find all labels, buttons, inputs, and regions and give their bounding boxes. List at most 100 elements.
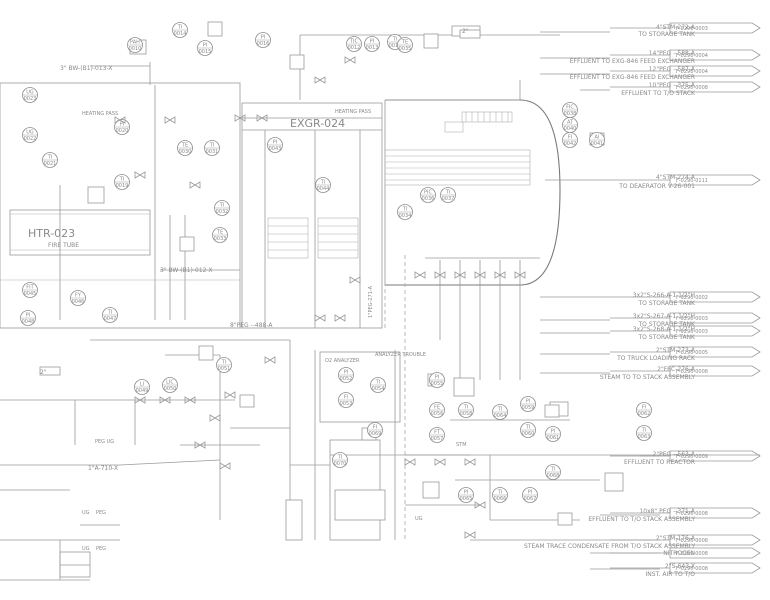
valve-icon[interactable] (114, 116, 126, 124)
valve-icon[interactable] (514, 271, 526, 279)
valve-icon[interactable] (464, 458, 476, 466)
valve-icon[interactable] (159, 396, 171, 404)
valve-icon[interactable] (209, 414, 221, 422)
valve-icon[interactable] (314, 76, 326, 84)
valve-icon[interactable] (414, 271, 426, 279)
valve-icon[interactable] (404, 458, 416, 466)
valve-icon[interactable] (494, 271, 506, 279)
instrument-tag-number: 0057 (431, 436, 444, 442)
valve-icon[interactable] (189, 181, 201, 189)
valve-icon[interactable] (474, 501, 486, 509)
heater-subtitle: FIRE TUBE (48, 242, 79, 249)
valve-icon[interactable] (474, 271, 486, 279)
valve-icon[interactable] (219, 462, 231, 470)
valve-icon[interactable] (349, 276, 361, 284)
valve-icon[interactable] (314, 314, 326, 322)
valve-icon[interactable] (454, 271, 466, 279)
valve-icon[interactable] (434, 458, 446, 466)
valve-icon[interactable] (234, 114, 246, 122)
valve-icon[interactable] (164, 116, 176, 124)
instrument-function: PI (464, 490, 469, 496)
valve-icon[interactable] (224, 391, 236, 399)
valve-icon[interactable] (134, 396, 146, 404)
valve-icon[interactable] (334, 314, 346, 322)
valve-icon[interactable] (264, 356, 276, 364)
valve-icon[interactable] (344, 56, 356, 64)
valve-icon[interactable] (194, 441, 206, 449)
valve-icon[interactable] (434, 271, 446, 279)
valve-icon[interactable] (464, 531, 476, 539)
valve-icon[interactable] (134, 171, 146, 179)
valve-icon[interactable] (184, 396, 196, 404)
instrument-tag-number: 0015 (199, 49, 212, 55)
valve-icon[interactable] (256, 114, 268, 122)
